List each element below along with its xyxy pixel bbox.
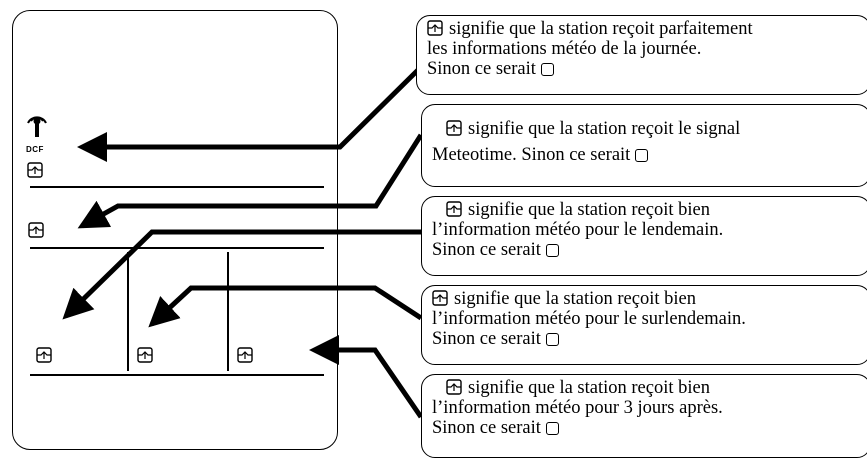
callout-reception-day-after-tomorrow: signifie que la station reçoit bien l’in… — [421, 285, 867, 365]
signal-reception-icon — [28, 222, 44, 238]
arrow-5 — [309, 335, 424, 419]
divider-middle — [30, 247, 324, 249]
dcf-label: DCF — [26, 145, 44, 154]
arrow-3 — [62, 229, 421, 320]
signal-reception-icon — [446, 120, 462, 136]
signal-reception-icon — [446, 379, 462, 395]
callout-text: Sinon ce serait — [432, 418, 541, 438]
signal-reception-icon — [446, 201, 462, 217]
callout-line: Sinon ce serait — [427, 59, 866, 79]
callout-text: Sinon ce serait — [432, 240, 541, 260]
callout-reception-today: signifie que la station reçoit parfaitem… — [416, 15, 867, 95]
callout-line: Meteotime. Sinon ce serait — [432, 145, 866, 165]
callout-reception-3-days: signifie que la station reçoit bien l’in… — [421, 374, 867, 458]
callout-text: l’information météo pour le surlendemain… — [432, 309, 746, 329]
empty-box-icon — [545, 422, 559, 435]
divider-day3 — [227, 252, 229, 371]
arrow-2 — [77, 133, 424, 229]
signal-reception-icon — [432, 290, 448, 306]
callout-text: signifie que la station reçoit bien — [468, 378, 710, 398]
callout-reception-tomorrow: signifie que la station reçoit bien l’in… — [421, 196, 867, 276]
signal-reception-icon — [137, 347, 153, 363]
callout-text: l’information météo pour 3 jours après. — [432, 398, 723, 418]
signal-reception-icon — [27, 162, 43, 178]
callout-text: signifie que la station reçoit bien — [468, 200, 710, 220]
callout-text: les informations météo de la journée. — [427, 39, 702, 59]
antenna-icon — [27, 116, 47, 137]
callout-line: signifie que la station reçoit bien — [446, 378, 866, 398]
callout-line: Sinon ce serait — [432, 240, 866, 260]
signal-reception-icon — [427, 20, 443, 36]
callout-text: signifie que la station reçoit parfaitem… — [449, 19, 753, 39]
signal-reception-icon — [237, 347, 253, 363]
arrow-1 — [77, 66, 422, 162]
callout-meteotime-signal: signifie que la station reçoit le signal… — [421, 104, 867, 187]
empty-box-icon — [545, 244, 559, 257]
empty-box-icon — [545, 333, 559, 346]
callout-line: signifie que la station reçoit parfaitem… — [427, 19, 866, 39]
callout-text: Sinon ce serait — [432, 329, 541, 349]
signal-reception-icon — [36, 347, 52, 363]
divider-bottom — [30, 374, 324, 376]
callout-text: Sinon ce serait — [427, 59, 536, 79]
empty-box-icon — [635, 149, 649, 162]
empty-box-icon — [540, 63, 554, 76]
callout-line: Sinon ce serait — [432, 418, 866, 438]
callout-text: Meteotime. Sinon ce serait — [432, 145, 631, 165]
callout-text: signifie que la station reçoit le signal — [468, 119, 741, 139]
divider-top — [30, 186, 324, 188]
callout-text: signifie que la station reçoit bien — [454, 289, 696, 309]
divider-day2 — [127, 252, 129, 371]
callout-line: Sinon ce serait — [432, 329, 866, 349]
callout-line: signifie que la station reçoit bien — [446, 200, 866, 220]
callout-line: signifie que la station reçoit bien — [432, 289, 866, 309]
arrow-4 — [148, 285, 423, 328]
callout-line: signifie que la station reçoit le signal — [446, 119, 866, 139]
callout-text: l’information météo pour le lendemain. — [432, 220, 724, 240]
